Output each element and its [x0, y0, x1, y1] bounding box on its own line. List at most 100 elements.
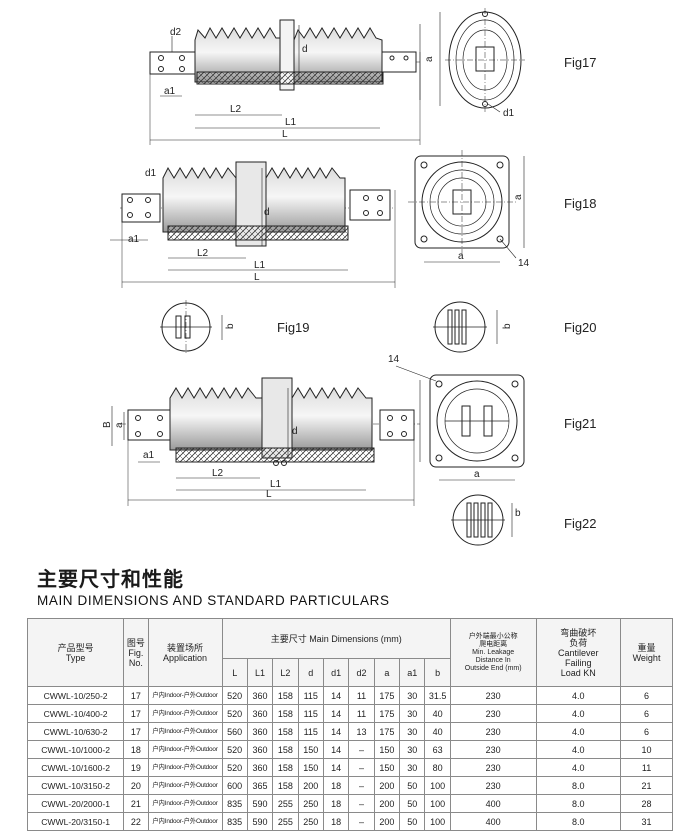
cell-type: CWWL-10/250-2 [26, 686, 125, 705]
cell-fig: 22 [123, 812, 149, 831]
cell-leak: 230 [449, 740, 537, 759]
cell-app: 户内Indoor-户外Outdoor [147, 740, 223, 759]
fig17-L-label: L [282, 129, 288, 140]
cell-d: 115 [297, 704, 324, 723]
cell-a1: 30 [399, 758, 426, 777]
cell-d: 250 [297, 812, 324, 831]
header-leakage: 户外端最小公称 爬电距离 Min. Leakage Distance In Ou… [449, 618, 537, 687]
cell-L1: 360 [246, 758, 274, 777]
subheader-L1: L1 [246, 658, 274, 687]
fig18-a-label: a [458, 251, 464, 262]
section-title-cn: 主要尺寸和性能 [37, 567, 184, 591]
fig17-L2-label: L2 [230, 104, 242, 115]
cell-app: 户内Indoor-户外Outdoor [147, 794, 223, 813]
header-type: 产品型号 Type [26, 618, 125, 687]
fig21-L1-label: L1 [270, 479, 282, 490]
dimensions-table: 产品型号 Type 图号 Fig. No. 装置场所 Application 主… [26, 618, 673, 831]
cell-b: 80 [424, 758, 451, 777]
fig19-drawing [160, 300, 223, 354]
cell-type: CWWL-10/1600-2 [26, 758, 125, 777]
fig21-hole-label: 14 [388, 354, 400, 365]
cell-L1: 590 [246, 794, 274, 813]
fig22-drawing [451, 494, 513, 546]
cell-d1: 18 [322, 794, 350, 813]
fig17-label: Fig17 [564, 55, 597, 70]
cell-b: 40 [424, 704, 451, 723]
fig21-B-label: B [102, 421, 113, 428]
cell-L: 835 [221, 794, 248, 813]
cell-b: 31.5 [424, 686, 451, 705]
cell-weight: 10 [620, 740, 673, 759]
fig22-b-label: b [515, 508, 521, 519]
cell-d: 200 [297, 776, 324, 795]
cell-leak: 230 [449, 686, 537, 705]
cell-fig: 17 [123, 722, 149, 741]
cell-leak: 400 [449, 812, 537, 831]
fig21-a-horizontal-label: a [474, 469, 480, 480]
subheader-a1: a1 [399, 658, 426, 687]
fig21-label: Fig21 [564, 416, 597, 431]
cell-L2: 255 [272, 794, 299, 813]
fig17-d2-label: d2 [170, 27, 182, 38]
cell-weight: 28 [620, 794, 673, 813]
cell-L: 520 [221, 686, 248, 705]
cell-app: 户内Indoor-户外Outdoor [147, 776, 223, 795]
cell-d1: 14 [322, 740, 350, 759]
fig19-label: Fig19 [277, 320, 310, 335]
cell-d: 115 [297, 722, 324, 741]
cell-app: 户内Indoor-户外Outdoor [147, 704, 223, 723]
cell-a1: 50 [399, 812, 426, 831]
section-title-en: MAIN DIMENSIONS AND STANDARD PARTICULARS [37, 593, 390, 608]
cell-d2: – [348, 794, 375, 813]
fig19-b-label: b [225, 323, 236, 329]
cell-L: 520 [221, 758, 248, 777]
fig21-d-label: d [292, 426, 298, 437]
cell-d: 150 [297, 758, 324, 777]
cell-d: 150 [297, 740, 324, 759]
cell-L1: 360 [246, 704, 274, 723]
fig20-drawing [433, 301, 498, 353]
technical-drawings: d2 a1 L2 L1 L d a d1 d1 [102, 8, 530, 546]
cell-a: 150 [373, 740, 401, 759]
cell-L2: 158 [272, 740, 299, 759]
subheader-d: d [297, 658, 324, 687]
header-fig: 图号 Fig. No. [123, 618, 149, 687]
header-weight: 重量 Weight [620, 618, 673, 687]
cell-L: 600 [221, 776, 248, 795]
cell-d2: – [348, 776, 375, 795]
fig21-end-view [395, 365, 525, 481]
cell-type: CWWL-10/3150-2 [26, 776, 125, 795]
cell-a1: 50 [399, 776, 426, 795]
cell-L1: 360 [246, 722, 274, 741]
cell-L: 520 [221, 704, 248, 723]
cell-load: 8.0 [535, 776, 622, 795]
cell-d2: 13 [348, 722, 375, 741]
cell-load: 4.0 [535, 704, 622, 723]
cell-L: 560 [221, 722, 248, 741]
cell-weight: 6 [620, 686, 673, 705]
cell-d1: 14 [322, 686, 350, 705]
cell-d: 250 [297, 794, 324, 813]
cell-leak: 400 [449, 794, 537, 813]
header-cantilever: 弯曲破坏 负荷 Cantilever Failing Load KN [535, 618, 622, 687]
cell-app: 户内Indoor-户外Outdoor [147, 758, 223, 777]
cell-type: CWWL-10/630-2 [26, 722, 125, 741]
fig17-side-view [149, 19, 421, 145]
cell-b: 100 [424, 794, 451, 813]
cell-app: 户内Indoor-户外Outdoor [147, 722, 223, 741]
fig18-a1-label: a1 [128, 234, 140, 245]
cell-a: 150 [373, 758, 401, 777]
cell-type: CWWL-20/3150-1 [26, 812, 125, 831]
fig17-end-view [439, 8, 525, 113]
fig17-L1-label: L1 [285, 117, 297, 128]
fig17-d1-label: d1 [503, 108, 515, 119]
cell-a1: 30 [399, 686, 426, 705]
fig21-side-view [111, 377, 420, 506]
cell-d2: – [348, 740, 375, 759]
cell-L: 520 [221, 740, 248, 759]
cell-fig: 17 [123, 686, 149, 705]
